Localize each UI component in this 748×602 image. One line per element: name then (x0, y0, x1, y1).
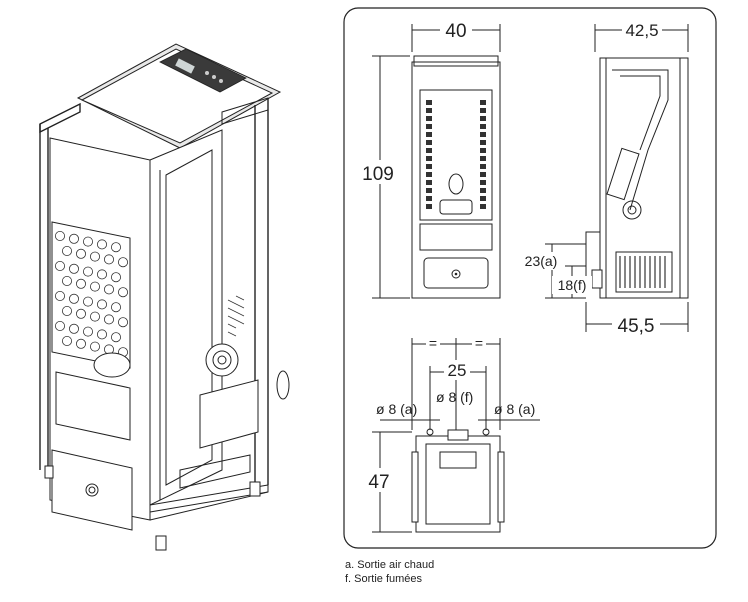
outlet-diameter-labels: ø 8 (a) ø 8 (f) ø 8 (a) (376, 389, 540, 421)
side-depth-bottom-label: 45,5 (618, 316, 655, 337)
stove-isometric-drawing (39, 43, 290, 551)
front-width-label: 40 (445, 21, 466, 42)
top-view-height-label: 47 (368, 472, 389, 493)
top-view-height-dimension: 47 (362, 431, 412, 533)
height-dimension: 109 (358, 55, 410, 299)
legend-flue-outlet: f. Sortie fumées (345, 573, 423, 585)
equal-right-label: = (475, 335, 483, 351)
legend-hot-air-outlet: a. Sortie air chaud (345, 559, 435, 571)
diameter-air-left-label: ø 8 (a) (376, 401, 417, 417)
hot-air-outlet-height-label: 23(a) (525, 253, 558, 269)
flue-outlet-height-label: 18(f) (558, 277, 587, 293)
fan-motor (205, 295, 245, 377)
height-label: 109 (362, 164, 394, 185)
top-view-drawing (411, 428, 505, 533)
outlet-spacing-dimensions: = = 25 (411, 335, 501, 430)
side-depth-bottom-dimension: 45,5 (585, 302, 689, 337)
side-view-drawing (585, 57, 689, 299)
front-width-dimension: 40 (411, 20, 501, 52)
equal-left-label: = (429, 335, 437, 351)
dimensions-panel-frame (343, 7, 717, 549)
diameter-flue-label: ø 8 (f) (436, 389, 473, 405)
side-depth-top-dimension: 42,5 (594, 21, 689, 52)
outlet-spacing-label: 25 (448, 361, 467, 380)
perforated-grille (51, 221, 131, 369)
ash-drawer (51, 449, 133, 531)
control-panel (159, 48, 247, 93)
side-depth-top-label: 42,5 (625, 21, 658, 40)
front-view-drawing (411, 55, 501, 299)
outlet-height-dimensions: 23(a) 18(f) (520, 243, 592, 299)
diameter-air-right-label: ø 8 (a) (494, 401, 535, 417)
